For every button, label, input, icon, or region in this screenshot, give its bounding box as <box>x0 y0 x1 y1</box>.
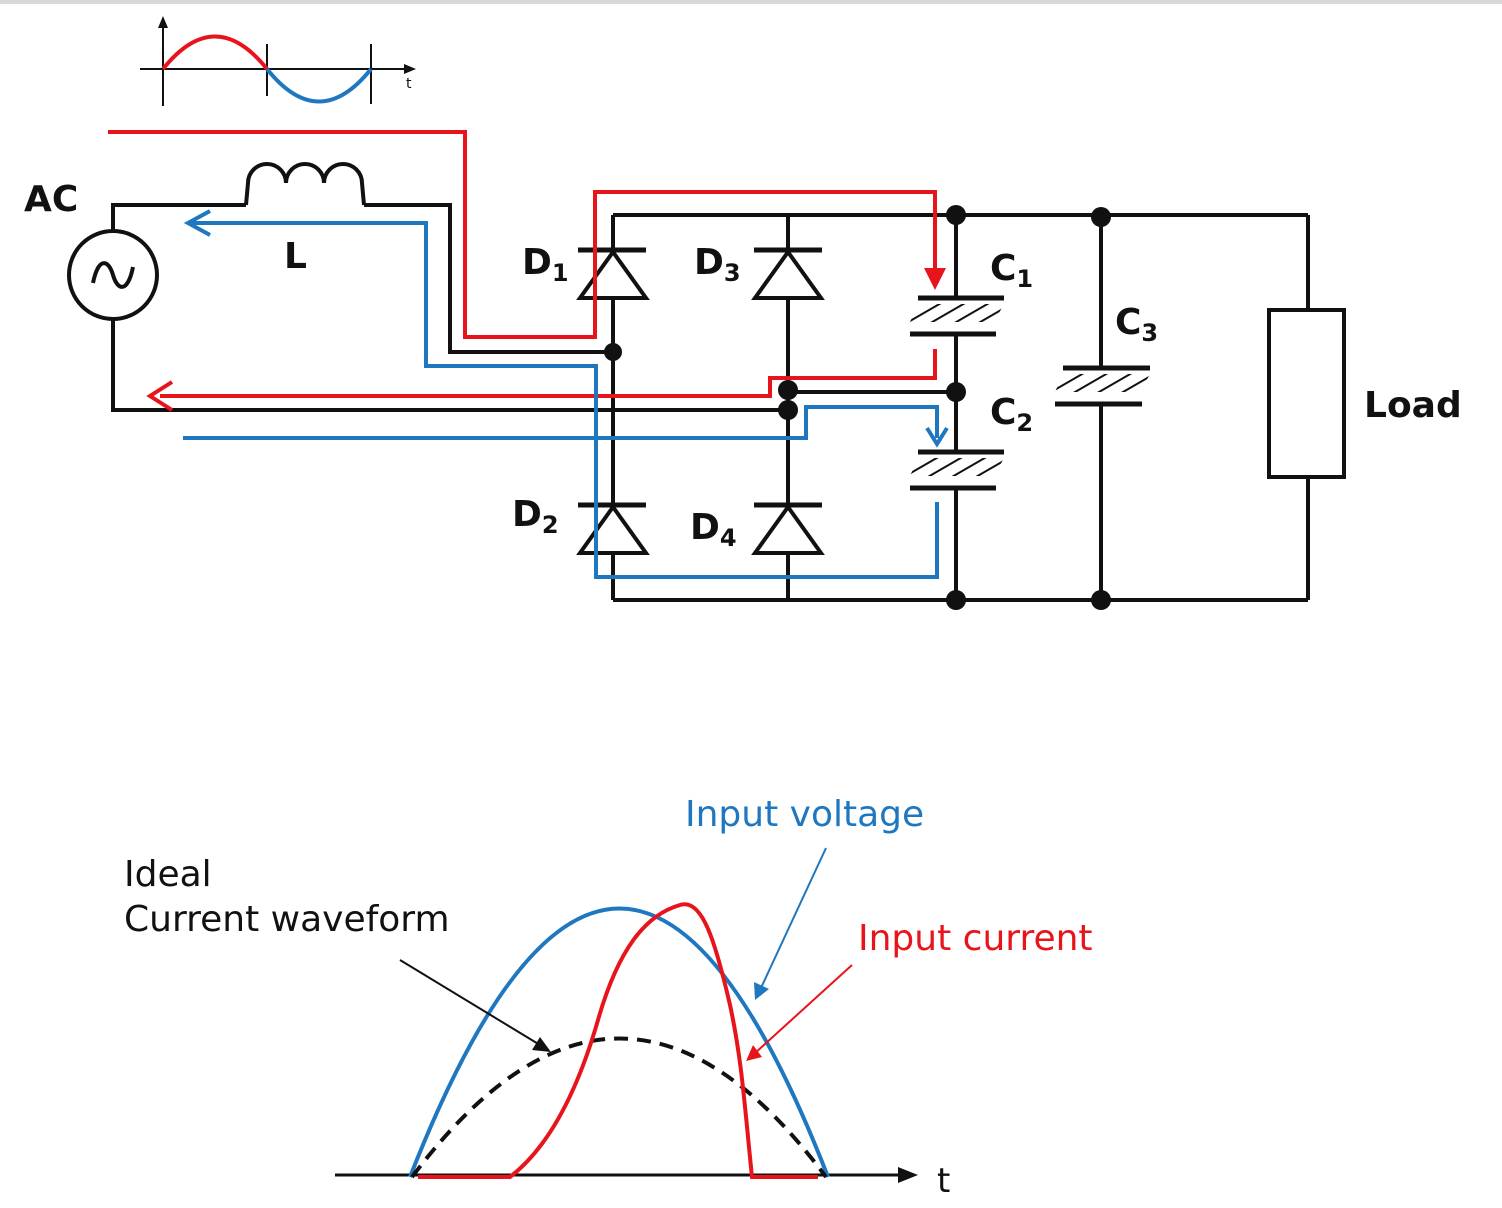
mini-positive-half <box>161 34 269 71</box>
input-voltage-curve <box>408 906 830 1178</box>
junction-dot <box>946 590 966 610</box>
capacitor-c2-label: C2 <box>990 392 1033 437</box>
ideal-current-pointer <box>399 959 541 1046</box>
capacitor-c1-label: C1 <box>990 248 1033 293</box>
input-current-curve <box>418 902 818 1179</box>
ac-source-tilde <box>91 261 135 289</box>
load-label: Load <box>1364 385 1462 426</box>
mini-t-label: t <box>406 76 412 92</box>
input-voltage-pointer <box>759 847 827 991</box>
red-current-path-in <box>108 130 937 339</box>
input-current-label: Input current <box>858 918 1093 959</box>
junction-dot <box>778 400 798 420</box>
waveform-axis-arrow <box>898 1167 918 1183</box>
mini-y-arrow <box>158 16 168 28</box>
diode-d4 <box>751 502 825 555</box>
diode-d1 <box>576 247 650 300</box>
junction-dot <box>604 343 622 361</box>
ac-source-label: AC <box>24 179 78 220</box>
input-current-pointer <box>753 964 853 1055</box>
mini-x-arrow <box>404 64 416 74</box>
blue-arrow-return <box>183 209 211 237</box>
input-voltage-label: Input voltage <box>685 794 924 835</box>
capacitor-c3-label: C3 <box>1115 302 1158 347</box>
mini-negative-half <box>265 67 373 104</box>
input-voltage-pointer-arrow <box>754 982 769 1000</box>
diode-d3 <box>751 247 825 300</box>
junction-dots <box>604 205 1111 610</box>
capacitor-c3 <box>1055 365 1150 407</box>
waveform-diagram: t Input voltage Input current Ideal Curr… <box>124 794 1093 1201</box>
wire-ac-bottom <box>111 319 788 412</box>
ideal-current-curve <box>410 1036 828 1179</box>
diode-d2-label: D2 <box>512 494 559 539</box>
junction-dot <box>1091 590 1111 610</box>
ideal-label-line1: Ideal <box>124 854 212 895</box>
red-arrow-return <box>146 380 174 412</box>
capacitor-c2 <box>910 449 1004 491</box>
red-arrow-c1 <box>924 268 946 290</box>
ideal-current-pointer-arrow <box>532 1037 551 1052</box>
waveform-t-label: t <box>937 1161 950 1201</box>
mini-ac-waveform: t <box>140 16 416 106</box>
junction-dot <box>778 380 798 400</box>
diode-d2 <box>576 502 650 555</box>
blue-current-path-return <box>190 221 939 579</box>
blue-arrow-c2 <box>925 426 949 448</box>
diode-d4-label: D4 <box>690 507 737 552</box>
inductor-coil <box>244 162 366 206</box>
blue-current-path-in <box>183 405 939 440</box>
red-current-path-return <box>160 349 937 398</box>
input-current-pointer-arrow <box>746 1045 762 1061</box>
junction-dot <box>946 205 966 225</box>
load-resistor <box>1267 308 1346 479</box>
ideal-label-line2: Current waveform <box>124 899 450 940</box>
capacitor-c1 <box>910 295 1004 337</box>
wire-ac-top <box>111 203 246 231</box>
inductor-label: L <box>284 236 307 277</box>
diode-d3-label: D3 <box>694 242 741 287</box>
diode-d1-label: D1 <box>522 242 569 287</box>
junction-dot <box>946 382 966 402</box>
top-border <box>0 0 1502 4</box>
wire-inductor-to-bridge <box>364 203 613 354</box>
junction-dot <box>1091 207 1111 227</box>
